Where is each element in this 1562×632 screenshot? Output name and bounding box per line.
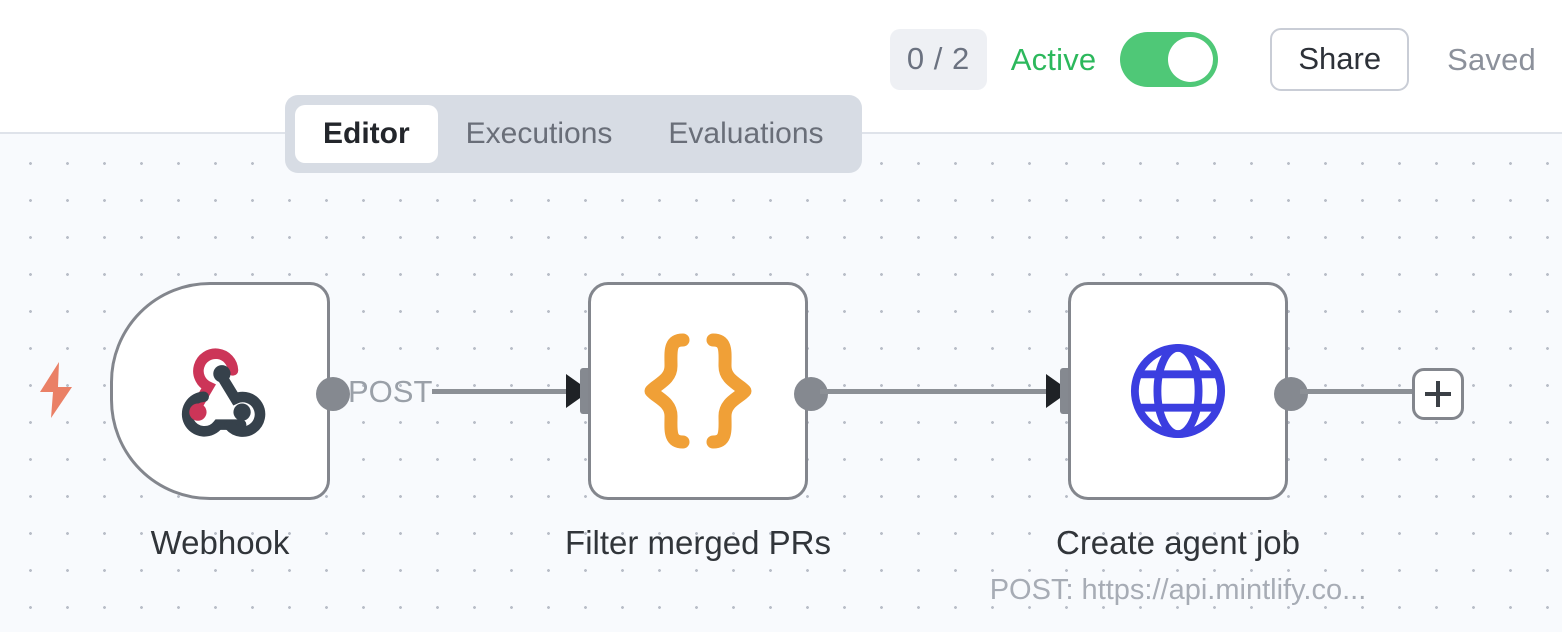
view-tabs: Editor Executions Evaluations xyxy=(285,95,862,173)
tab-editor[interactable]: Editor xyxy=(295,105,438,163)
node-label-filter: Filter merged PRs xyxy=(565,524,831,561)
node-subtitle-http: POST: https://api.mintlify.co... xyxy=(989,574,1367,606)
edge-label-post: POST xyxy=(348,374,433,409)
http-output-port[interactable] xyxy=(1274,377,1308,411)
webhook-icon xyxy=(113,285,327,497)
node-label-http: Create agent job xyxy=(1055,524,1300,561)
node-filter-merged-prs[interactable] xyxy=(588,282,828,500)
tab-executions[interactable]: Executions xyxy=(465,117,613,150)
webhook-output-port[interactable] xyxy=(316,377,350,411)
workflow-status-label: Active xyxy=(1010,41,1097,77)
save-state-label: Saved xyxy=(1447,41,1536,77)
filter-output-port[interactable] xyxy=(794,377,828,411)
lightning-bolt-icon xyxy=(38,362,74,418)
share-button[interactable]: Share xyxy=(1270,28,1410,91)
edge-webhook-to-filter[interactable] xyxy=(432,389,572,394)
add-node-button[interactable] xyxy=(1412,368,1464,420)
workflow-canvas[interactable]: Webhook POST Filter merged PRs xyxy=(0,134,1562,632)
edge-http-to-add[interactable] xyxy=(1300,389,1414,394)
header-actions: 0 / 2 Active Share Saved xyxy=(889,28,1536,91)
workflow-active-toggle[interactable] xyxy=(1120,32,1219,87)
toggle-knob xyxy=(1168,37,1214,82)
edge-filter-to-http[interactable] xyxy=(820,389,1046,394)
node-create-agent-job[interactable] xyxy=(1068,282,1308,500)
node-webhook[interactable] xyxy=(110,282,350,500)
run-count-badge: 0 / 2 xyxy=(889,29,987,90)
plus-icon xyxy=(1425,381,1451,407)
globe-icon xyxy=(1071,285,1285,497)
curly-braces-icon xyxy=(591,285,805,497)
tab-evaluations[interactable]: Evaluations xyxy=(668,117,824,150)
node-label-webhook: Webhook xyxy=(150,524,290,561)
